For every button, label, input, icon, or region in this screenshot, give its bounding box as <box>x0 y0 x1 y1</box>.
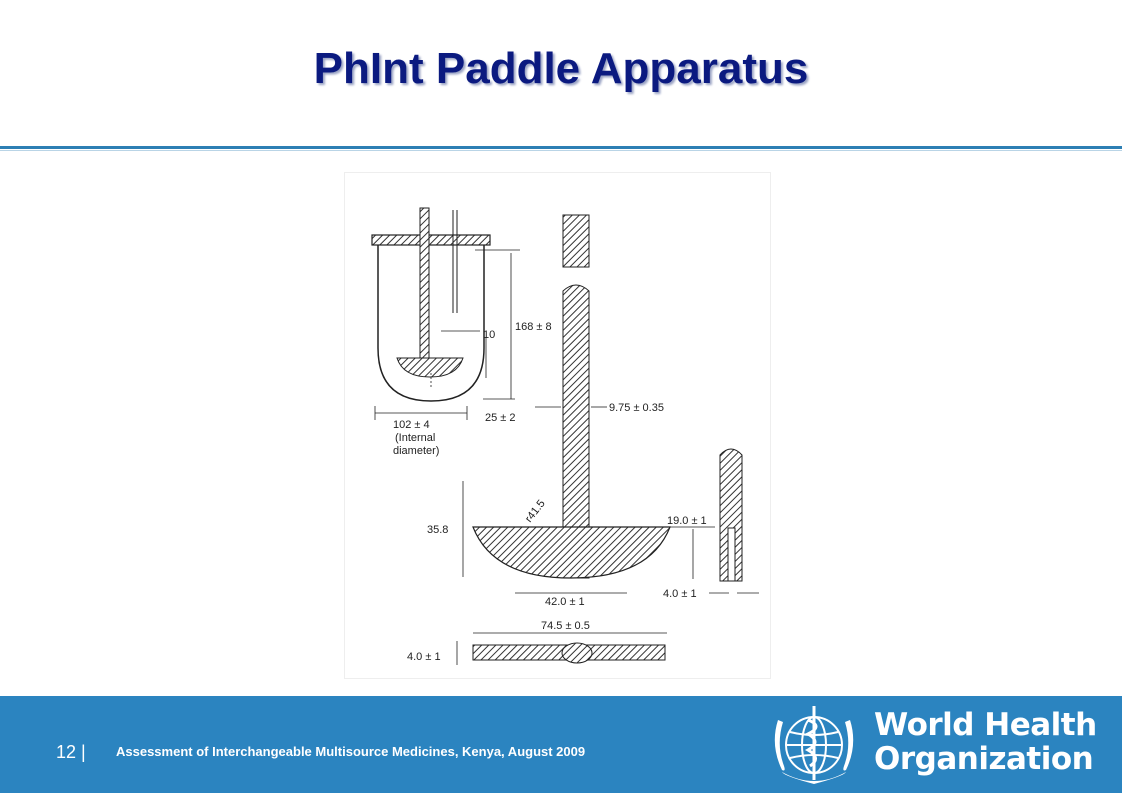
label-bottom-clearance: 25 ± 2 <box>485 412 516 424</box>
paddle-detail: 9.75 ± 0.35 35.8 r41.5 42.0 ± 1 74.5 ± 0… <box>407 214 671 665</box>
vessel-outline <box>377 245 485 402</box>
diagram-svg: 10 168 ± 8 25 ± 2 102 ± 4 (Internal diam… <box>371 207 759 665</box>
vessel-assembly: 10 168 ± 8 25 ± 2 102 ± 4 (Internal diam… <box>371 207 552 457</box>
title-divider-shadow <box>0 150 1122 151</box>
paddle-apparatus-diagram: 10 168 ± 8 25 ± 2 102 ± 4 (Internal diam… <box>344 172 771 679</box>
side-detail: 19.0 ± 1 4.0 ± 1 <box>663 448 759 600</box>
label-radius: r41.5 <box>523 498 548 525</box>
blade-hub <box>561 642 593 664</box>
label-side-height: 19.0 ± 1 <box>667 515 707 527</box>
organization-name-line2: Organization <box>874 741 1094 777</box>
organization-name-line1: World Health <box>874 707 1097 743</box>
side-slot <box>727 527 736 582</box>
vessel-paddle <box>396 357 464 378</box>
side-shaft <box>719 448 743 582</box>
label-blade-height: 35.8 <box>427 524 448 536</box>
paddle-blade <box>472 526 671 579</box>
title-divider <box>0 146 1122 149</box>
label-blade-bottom: 42.0 ± 1 <box>545 596 585 608</box>
shaft-upper <box>562 214 590 268</box>
slide-number: 12 | <box>56 742 86 762</box>
label-shaft-diameter: 9.75 ± 0.35 <box>609 402 664 414</box>
footer-text: Assessment of Interchangeable Multisourc… <box>116 744 586 759</box>
label-vessel-diameter: 102 ± 4 <box>393 419 430 431</box>
organization-name: World Health Organization <box>874 708 1097 776</box>
label-top-length: 74.5 ± 0.5 <box>541 620 590 632</box>
footer-bar: 12 | Assessment of Interchangeable Multi… <box>0 696 1122 793</box>
label-diameter: diameter) <box>393 445 439 457</box>
label-height: 168 ± 8 <box>515 321 552 333</box>
vessel-shaft <box>419 207 430 374</box>
label-top-thickness: 4.0 ± 1 <box>407 651 441 663</box>
label-internal: (Internal <box>395 432 435 444</box>
label-shaft-gap: 10 <box>483 329 495 341</box>
label-side-thickness: 4.0 ± 1 <box>663 588 697 600</box>
who-emblem-icon <box>774 706 854 784</box>
vessel-cover <box>371 234 491 246</box>
slide-title: PhInt Paddle Apparatus <box>313 44 809 93</box>
